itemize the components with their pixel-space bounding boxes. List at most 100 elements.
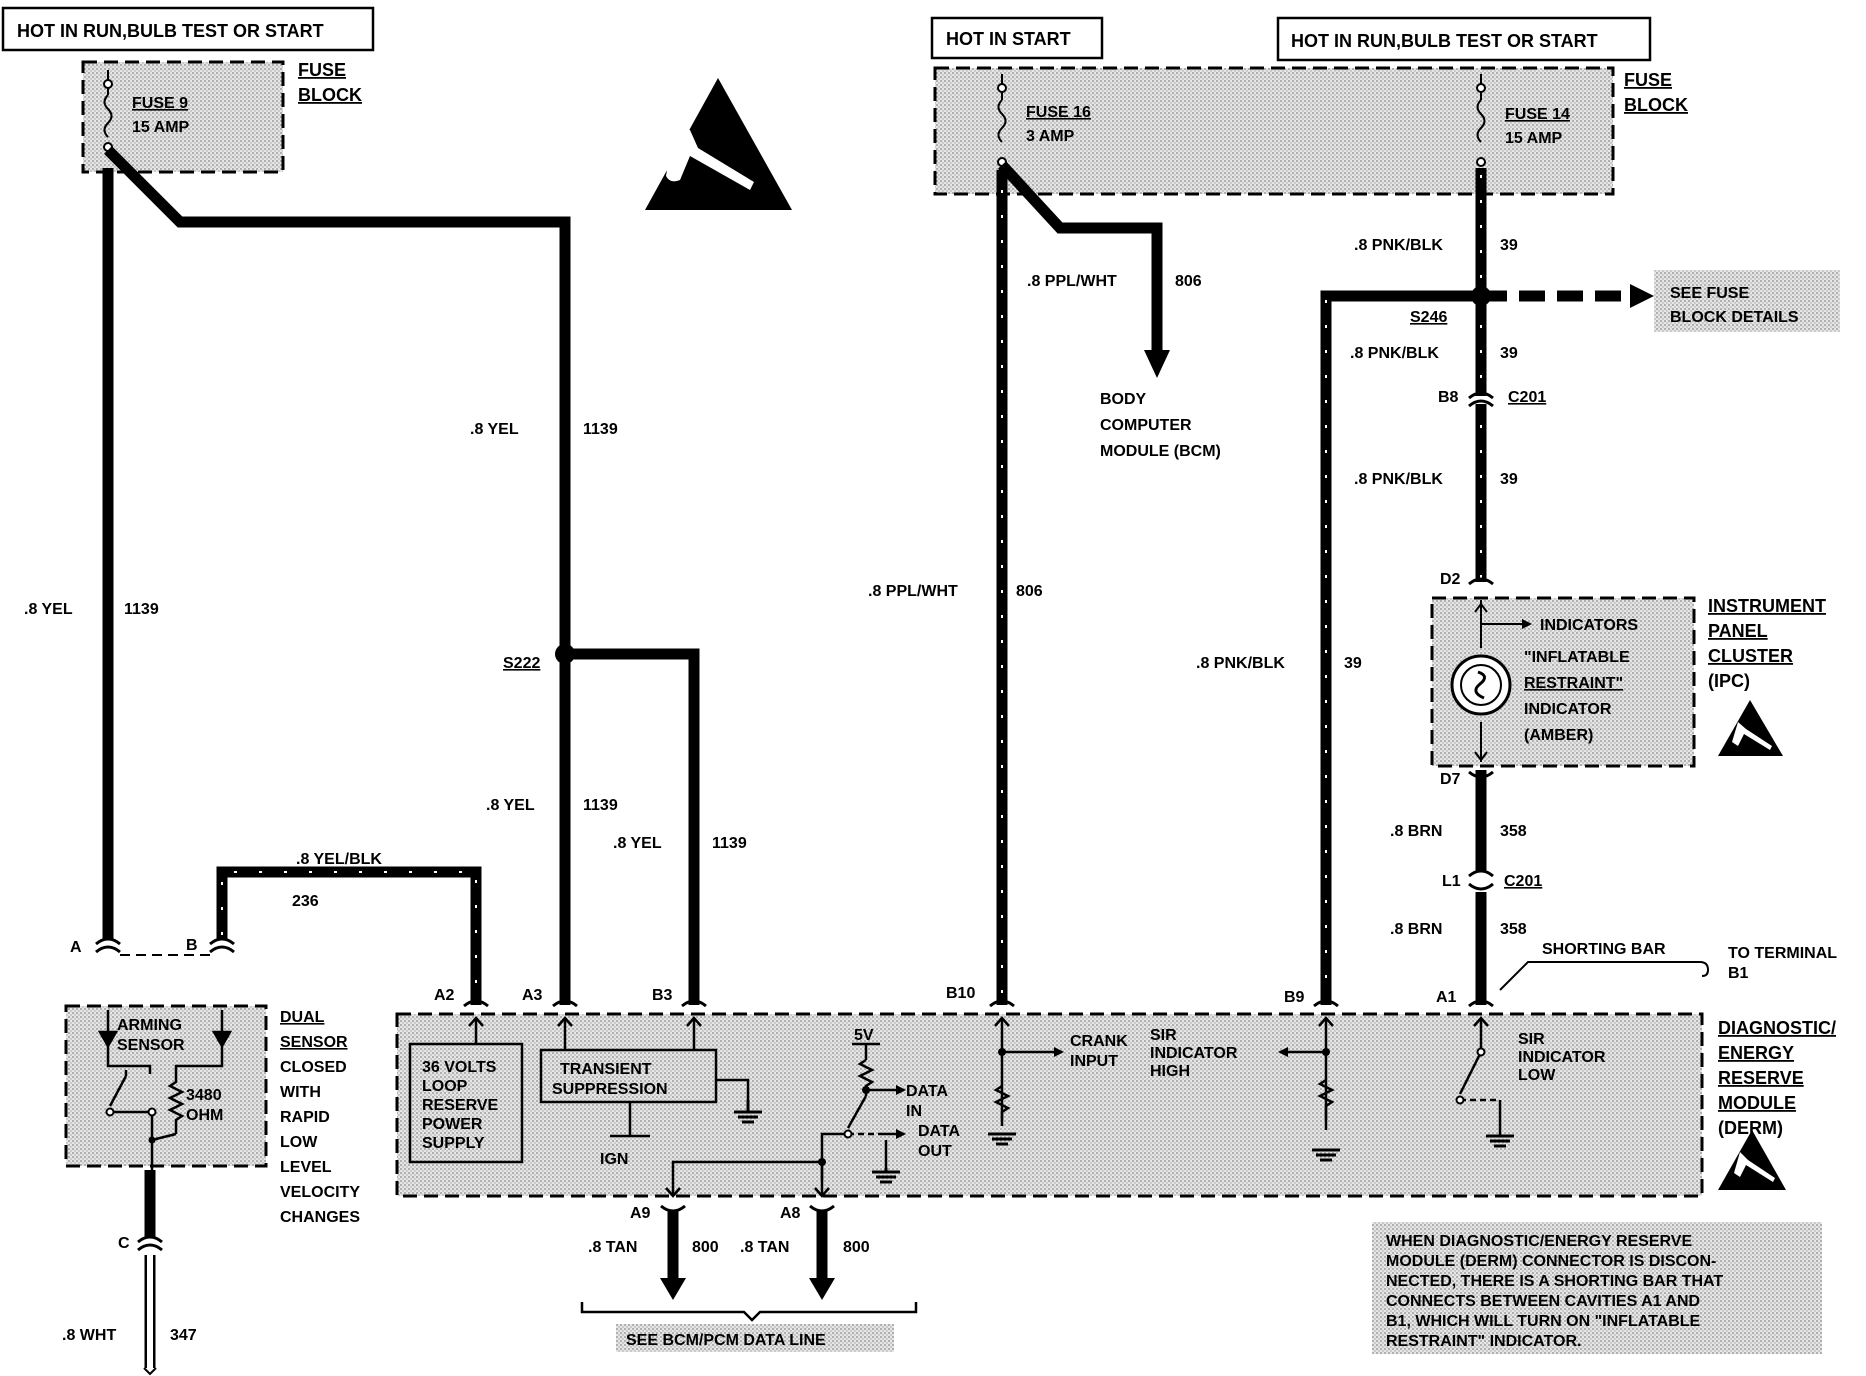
ipc-lamp-label-2: RESTRAINT" [1524, 675, 1623, 692]
svg-text:VELOCITY: VELOCITY [280, 1184, 360, 1201]
svg-text:(DERM): (DERM) [1718, 1118, 1783, 1138]
see-fuse-label-2: BLOCK DETAILS [1670, 309, 1799, 326]
svg-text:MODULE (DERM) CONNECTOR IS DIS: MODULE (DERM) CONNECTOR IS DISCON- [1386, 1253, 1716, 1270]
ipc-indicators-label: INDICATORS [1540, 617, 1638, 634]
wire-circuit-39-mid: 39 [1500, 471, 1518, 488]
svg-text:ENERGY: ENERGY [1718, 1043, 1794, 1063]
connector-c201-top: C201 [1508, 389, 1546, 406]
dual-sensor-description: DUAL SENSOR CLOSED WITH RAPID LOW LEVEL … [280, 1009, 360, 1226]
connector-a9: A9 [630, 1205, 651, 1222]
esd-warning-icon-ipc [1718, 700, 1783, 756]
see-fuse-box [1654, 270, 1840, 332]
wire-label-806-bcm: .8 PPL/WHT [1027, 273, 1117, 290]
svg-text:RESERVE: RESERVE [1718, 1068, 1804, 1088]
connector-b3: B3 [652, 987, 673, 1004]
shorting-bar-leader [1499, 961, 1710, 991]
wire-label-806: .8 PPL/WHT [868, 583, 958, 600]
transient-label-1: TRANSIENT [560, 1061, 652, 1078]
power-label-mid-text: HOT IN START [946, 29, 1071, 49]
svg-text:B1, WHICH WILL TURN ON "INFLAT: B1, WHICH WILL TURN ON "INFLATABLE [1386, 1313, 1701, 1330]
wire-label-800-a9: .8 TAN [588, 1239, 637, 1256]
shorting-bar-label: SHORTING BAR [1542, 941, 1666, 958]
data-in-label-2: IN [906, 1103, 922, 1120]
bcm-label-3: MODULE (BCM) [1100, 443, 1221, 460]
connector-caps [95, 391, 1494, 1252]
ground-symbols [734, 1100, 1514, 1184]
wire-label-358-bottom: .8 BRN [1390, 921, 1442, 938]
ipc-title-3: CLUSTER [1708, 646, 1793, 666]
connector-l1: L1 [1442, 873, 1461, 890]
power-label-mid: HOT IN START [930, 16, 1104, 60]
svg-text:CONNECTS BETWEEN CAVITIES A1 A: CONNECTS BETWEEN CAVITIES A1 AND [1386, 1293, 1700, 1310]
derm-title: DIAGNOSTIC/ ENERGY RESERVE MODULE (DERM) [1718, 1018, 1836, 1138]
connector-d7: D7 [1440, 771, 1461, 788]
wire-circuit-800-a8: 800 [843, 1239, 870, 1256]
svg-text:LEVEL: LEVEL [280, 1159, 332, 1176]
ipc-title-2: PANEL [1708, 621, 1768, 641]
svg-text:DUAL: DUAL [280, 1009, 325, 1026]
data-out-label-1: DATA [918, 1123, 961, 1140]
derm-note: WHEN DIAGNOSTIC/ENERGY RESERVE MODULE (D… [1386, 1233, 1723, 1350]
wire-label-39-left: .8 PNK/BLK [1196, 655, 1285, 672]
dual-sensor-internals [97, 1010, 233, 1170]
esd-warning-icon-derm [1718, 1130, 1786, 1190]
sir-low-label-3: LOW [1518, 1067, 1556, 1084]
sir-high-label-3: HIGH [1150, 1063, 1190, 1080]
connector-a: A [70, 939, 82, 956]
connector-a1: A1 [1436, 989, 1457, 1006]
wire-circuit-806: 806 [1016, 583, 1043, 600]
arming-label-2: SENSOR [117, 1037, 185, 1054]
fuse-block-label-left-2: BLOCK [298, 85, 362, 105]
svg-text:LOW: LOW [280, 1134, 318, 1151]
wire-label-1139-b3: .8 YEL [613, 835, 662, 852]
data-line-bracket [580, 1302, 918, 1322]
five-v-label: 5V [854, 1027, 874, 1044]
wire-label-39-top: .8 PNK/BLK [1354, 237, 1443, 254]
ipc-internals [1450, 600, 1532, 762]
splice-label-s222: S222 [503, 655, 540, 672]
bcm-label-1: BODY [1100, 391, 1147, 408]
wire-circuit-1139-left: 1139 [124, 601, 159, 618]
fuse-14-name: FUSE 14 [1505, 106, 1570, 123]
crank-label-1: CRANK [1070, 1033, 1128, 1050]
splice-label-s246: S246 [1410, 309, 1447, 326]
wire-circuit-39-left: 39 [1344, 655, 1362, 672]
fuse-9-name: FUSE 9 [132, 95, 188, 112]
svg-text:RAPID: RAPID [280, 1109, 330, 1126]
ign-label: IGN [600, 1151, 628, 1168]
see-data-line-label: SEE BCM/PCM DATA LINE [626, 1332, 826, 1349]
svg-text:SENSOR: SENSOR [280, 1034, 348, 1051]
fuse-block-label-right-1: FUSE [1624, 70, 1672, 90]
svg-text:36 VOLTS: 36 VOLTS [422, 1059, 497, 1076]
fuse-9-rating: 15 AMP [132, 119, 190, 136]
ohm-label-1: 3480 [186, 1087, 222, 1104]
svg-text:RESERVE: RESERVE [422, 1097, 499, 1114]
splice-s222 [555, 644, 575, 664]
transient-suppression-box [539, 1048, 718, 1104]
wire-label-1139-left: .8 YEL [24, 601, 73, 618]
connector-c: C [118, 1235, 130, 1252]
svg-text:WHEN DIAGNOSTIC/ENERGY RESERVE: WHEN DIAGNOSTIC/ENERGY RESERVE [1386, 1233, 1692, 1250]
svg-text:LOOP: LOOP [422, 1078, 468, 1095]
connector-b8: B8 [1438, 389, 1459, 406]
wire-circuit-1139-mid: 1139 [583, 797, 618, 814]
svg-text:CHANGES: CHANGES [280, 1209, 360, 1226]
wire-circuit-358-top: 358 [1500, 823, 1527, 840]
arming-label-1: ARMING [117, 1017, 182, 1034]
fuse-block-label-left-1: FUSE [298, 60, 346, 80]
ipc-lamp-label-4: (AMBER) [1524, 727, 1593, 744]
wire-circuit-236: 236 [292, 893, 319, 910]
wire-circuit-1139-b3: 1139 [712, 835, 747, 852]
fuse-16: FUSE 16 3 AMP [997, 74, 1091, 167]
wire-label-347: .8 WHT [62, 1327, 116, 1344]
data-out-label-2: OUT [918, 1143, 952, 1160]
fuse-block-label-right-2: BLOCK [1624, 95, 1688, 115]
connector-b: B [186, 937, 198, 954]
power-label-left-text: HOT IN RUN,BULB TEST OR START [17, 21, 324, 41]
note-box [1372, 1222, 1822, 1354]
sir-low-label-1: SIR [1518, 1031, 1545, 1048]
svg-text:NECTED, THERE IS A SHORTING BA: NECTED, THERE IS A SHORTING BAR THAT [1386, 1273, 1723, 1290]
derm-internal-wiring [474, 1018, 1502, 1196]
see-data-line-box [616, 1324, 894, 1352]
